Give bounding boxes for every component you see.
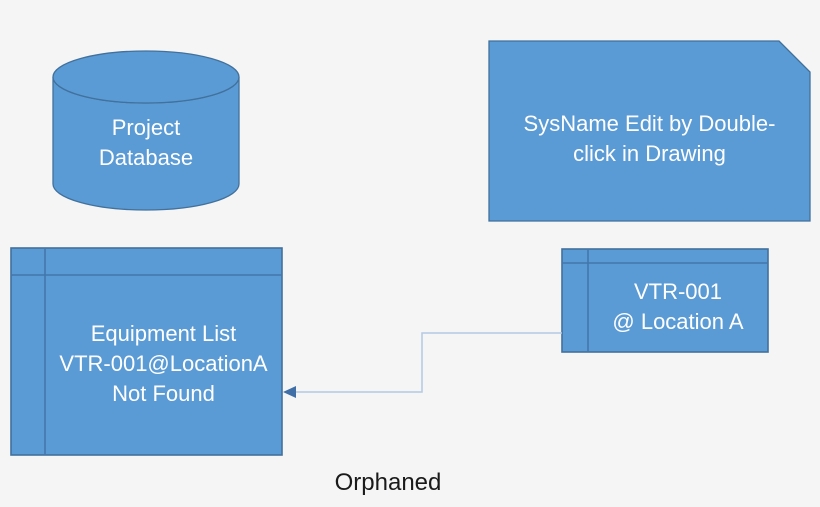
database-cylinder-shape xyxy=(52,50,240,211)
connector-arrowhead-icon xyxy=(283,386,296,398)
vtr-table-body xyxy=(561,248,769,353)
vtr-table-shape xyxy=(561,248,769,353)
vtr-table-dividers xyxy=(562,249,768,352)
snip-corner-card-shape xyxy=(488,40,811,222)
orphaned-caption: Orphaned xyxy=(334,469,442,496)
equipment-list-table-shape xyxy=(10,247,283,456)
connector-elbow-line xyxy=(296,332,562,393)
cylinder-top-ellipse xyxy=(52,50,240,104)
orphaned-connector xyxy=(283,332,562,398)
equipment-list-table-dividers xyxy=(11,248,282,455)
equipment-list-table-body xyxy=(10,247,283,456)
